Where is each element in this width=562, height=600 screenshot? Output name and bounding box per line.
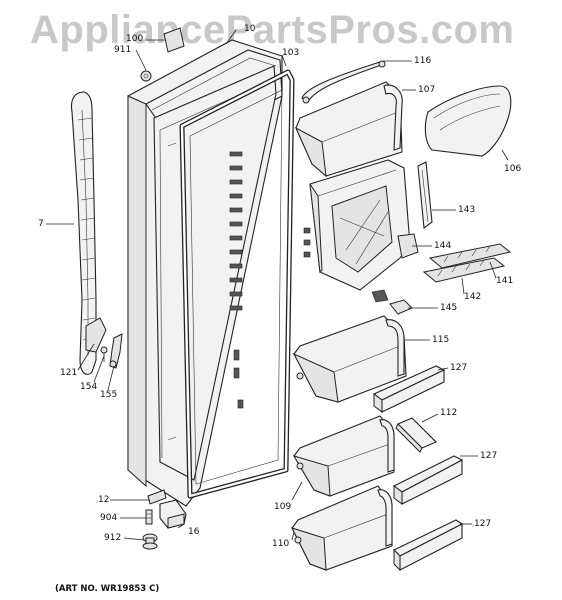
dairy-door-cover [424,85,512,157]
callout-label: 145 [440,303,458,313]
handle-brackets [85,317,123,369]
hinge-parts [140,27,185,82]
callout-label: 16 [188,527,200,537]
bin-front-upper [372,365,446,413]
door-gasket [179,69,295,499]
shelf-fin-parts [422,243,512,283]
callout-label: 144 [434,241,452,251]
callout-label: 143 [458,205,476,215]
callout-label: 904 [100,513,118,523]
callout-label: 103 [282,48,300,58]
dairy-bin [294,81,403,178]
callout-label: 10 [244,24,256,34]
callout-label: 107 [418,85,436,95]
retainer-part [395,417,437,453]
callout-label: 112 [440,408,458,418]
callout-label: 7 [38,219,44,229]
dairy-door-bar [301,60,386,104]
callout-label: 110 [272,539,290,549]
bin-front-lower [393,519,464,572]
callout-label: 127 [450,363,468,373]
dispenser-lens-part [371,289,413,315]
dispenser-housing [303,159,419,291]
callout-label: 912 [104,533,122,543]
callout-label: 154 [80,382,98,392]
callout-label: 142 [464,292,482,302]
side-rail-part [417,161,433,230]
door-outer-panel [127,39,283,507]
callout-label: 115 [432,335,450,345]
callout-label: 100 [126,34,144,44]
callout-label: 127 [474,519,492,529]
bin-front-middle [392,455,464,505]
callout-label: 116 [414,56,432,66]
callout-label: 155 [100,390,118,400]
art-number-label: (ART NO. WR19853 C) [55,584,160,594]
door-bin-upper [292,315,407,403]
callout-label: 12 [98,495,110,505]
callout-label: 109 [274,502,292,512]
door-bin-middle [292,415,395,497]
callout-label: 911 [114,45,132,55]
callout-label: 106 [504,164,522,174]
door-bin-lower [291,485,393,571]
callout-label: 121 [60,368,78,378]
watermark-text: AppliancePartsPros.com [30,8,515,52]
leader-lines [46,29,509,541]
callout-label: 127 [480,451,498,461]
callout-label: 141 [496,276,514,286]
